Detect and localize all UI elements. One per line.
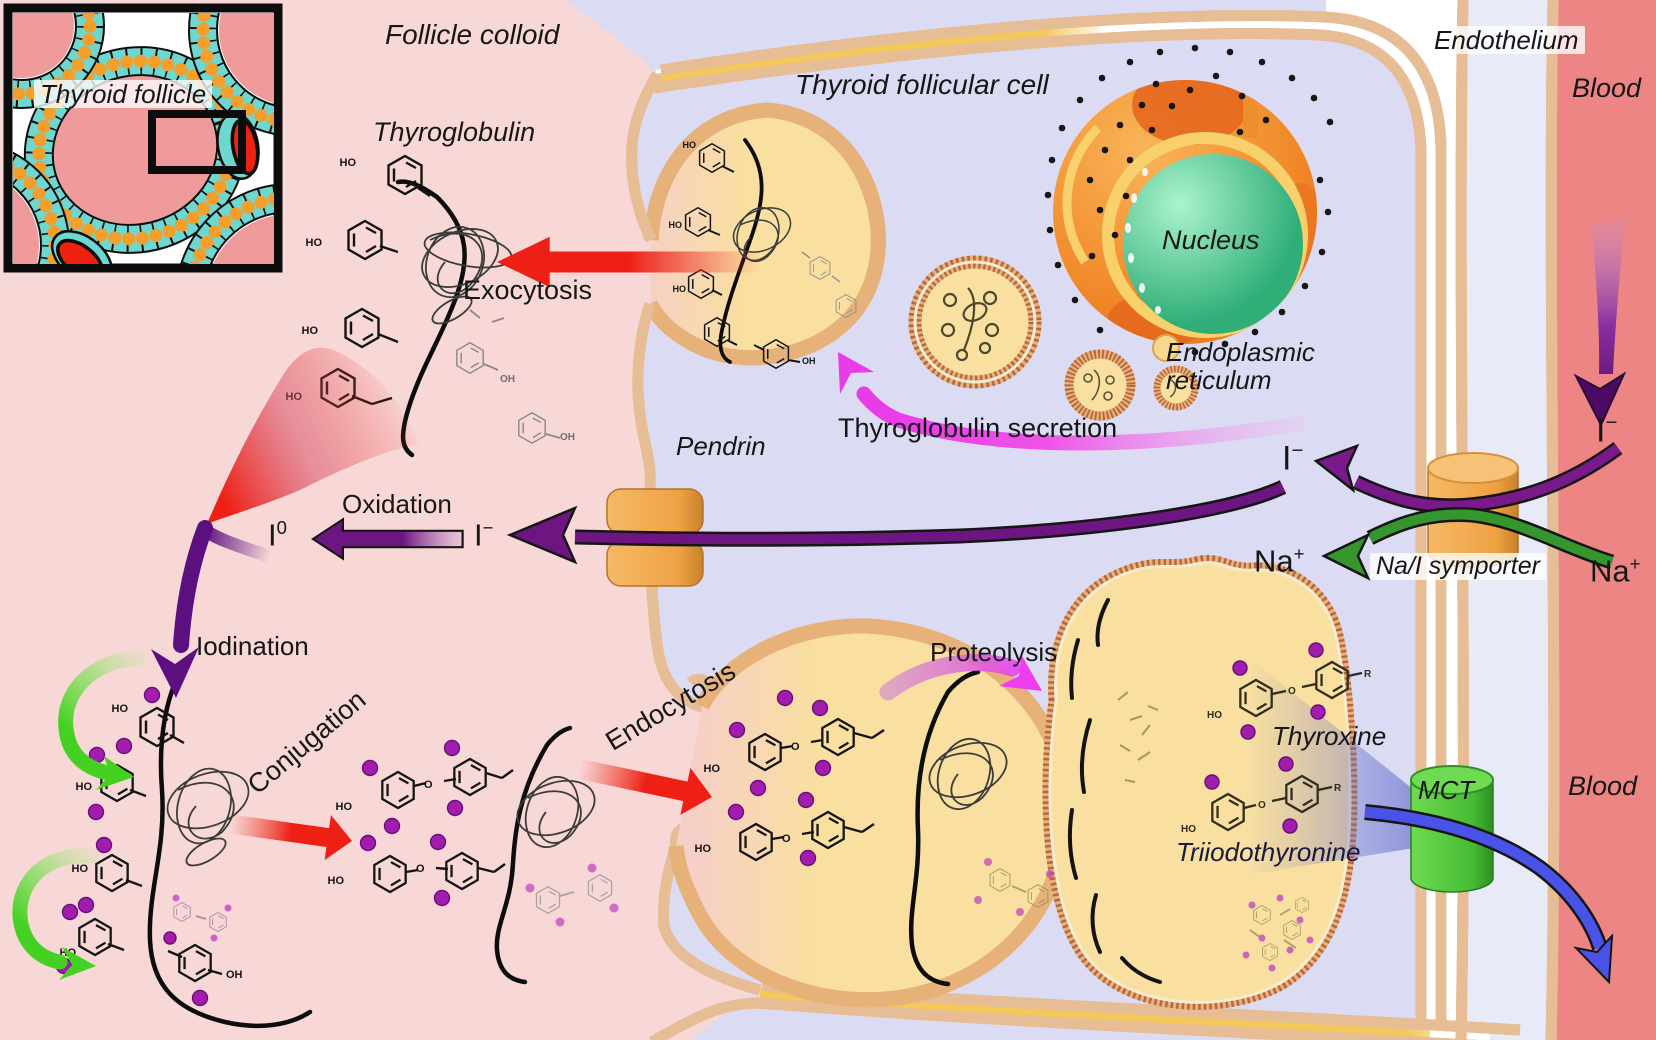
corner-follicle-tl [13, 13, 105, 109]
endocytosis-vesicle [676, 626, 1066, 1000]
triiodothyronine-molecule: HO O R [1181, 756, 1342, 835]
ho-label: HO [76, 781, 93, 793]
thyroxine-molecule: HO O R [1207, 642, 1372, 740]
secretion-label: Thyroglobulin secretion [838, 413, 1118, 443]
sodium-label-cell: Na+ [1254, 543, 1305, 579]
ether-o-label: O [424, 779, 433, 791]
nis-iodide-arrow [1313, 441, 1623, 514]
ho-label: HO [1207, 710, 1222, 721]
lysosome: HO O R HO O R [1050, 562, 1414, 1002]
digested-molecule-cluster [1242, 894, 1314, 972]
ho-label: HO [673, 284, 687, 294]
transport-vesicle-small-2 [1153, 365, 1199, 411]
ho-label: HO [704, 763, 721, 775]
oh-label: OH [802, 356, 816, 366]
ether-o-label: O [1258, 800, 1266, 811]
oh-label: OH [560, 432, 575, 443]
ho-label: HO [683, 140, 697, 150]
ether-o-label: O [791, 741, 800, 753]
iodination-attack-arrow-2 [12, 848, 100, 980]
apical-tight-junction-top [654, 15, 1447, 1040]
ho-label: HO [336, 801, 353, 813]
capillary-bottom [51, 230, 113, 264]
r-group-label: R [1334, 783, 1342, 794]
nucleus [1123, 154, 1303, 334]
peptide-fragments [1067, 598, 1162, 984]
thyroid-follicle-inset [3, 3, 283, 273]
iodination-label: Iodination [196, 631, 309, 661]
thyroglobulin-label: Thyroglobulin [373, 117, 536, 147]
corner-follicle-tr [188, 13, 274, 135]
blood-region [1551, 0, 1656, 1040]
er-label: Endoplasmic reticulum [1166, 337, 1315, 396]
iodination-arrow [151, 347, 418, 698]
faint-endocytosed-sketch [974, 858, 1054, 916]
triiodothyronine-label: Triiodothyronine [1176, 837, 1361, 867]
transport-vesicle-small-1 [1064, 349, 1136, 421]
oxidation-label: Oxidation [342, 489, 452, 519]
inset-highlight-rect [148, 110, 246, 174]
nis-sodium-arrow [1321, 506, 1615, 581]
mct-label: MCT [1418, 775, 1475, 805]
ho-label: HO [1181, 824, 1196, 835]
inset-title: Thyroid follicle [34, 80, 213, 108]
proteolysis-arrow [879, 654, 1042, 701]
follicle-colloid-label: Follicle colloid [385, 19, 560, 50]
ho-label: HO [306, 237, 323, 249]
oh-label: OH [226, 969, 243, 981]
partially-iodinated-sketch [172, 894, 232, 942]
ether-o-label: O [782, 833, 791, 845]
thyroglobulin-molecule-iodinated: HO HO HO HO OH [55, 653, 313, 1029]
sodium-label-blood: Na+ [1590, 553, 1641, 589]
thyroglobulin-molecule-conjugated: HO O HO O [328, 725, 619, 985]
mct-transporter [1410, 765, 1494, 893]
ether-o-label: O [1288, 686, 1296, 697]
nucleus-label: Nucleus [1162, 225, 1260, 255]
ho-label: HO [328, 875, 345, 887]
nis-label: Na/I symporter [1370, 553, 1546, 580]
blood-label-top: Blood [1572, 73, 1642, 103]
cell-label: Thyroid follicular cell [795, 69, 1049, 100]
ho-label: HO [695, 843, 712, 855]
oh-label: OH [500, 374, 515, 385]
r-group-label: R [1364, 669, 1372, 680]
iodine0-label: I0 [268, 517, 287, 553]
ho-label: HO [112, 703, 129, 715]
pendrin-label: Pendrin [676, 431, 766, 461]
corner-follicle-br [180, 184, 274, 264]
blood-iodide-down-arrow [1573, 218, 1627, 428]
iodide-label-blood: I− [1596, 411, 1618, 450]
iodide-label-colloid: I− [474, 517, 494, 553]
thyroglobulin-molecule-endocytosed: HO O HO O [695, 669, 1054, 987]
ho-label: HO [340, 157, 357, 169]
faint-conjugated-sketch [525, 863, 619, 927]
thyroxine-label: Thyroxine [1272, 721, 1387, 751]
exocytosis-label: Exocytosis [463, 275, 593, 305]
thyroglobulin-secretion-arrow [838, 352, 1306, 451]
ribosome-dots [1044, 44, 1334, 356]
mct-hormone-arrow [1364, 804, 1614, 985]
iodide-label-cell: I− [1282, 439, 1304, 478]
transport-vesicle-medium [908, 255, 1042, 389]
ho-label: HO [72, 863, 89, 875]
ho-label: HO [302, 325, 319, 337]
ho-label: HO [669, 220, 683, 230]
endothelium-label: Endothelium [1428, 26, 1585, 54]
proteolysis-label: Proteolysis [930, 637, 1058, 667]
iodide-to-pendrin-arrow [506, 480, 1287, 565]
blood-label-bottom: Blood [1568, 771, 1638, 801]
iodination-attack-arrow-1 [58, 650, 146, 790]
ether-o-label: O [416, 863, 425, 875]
